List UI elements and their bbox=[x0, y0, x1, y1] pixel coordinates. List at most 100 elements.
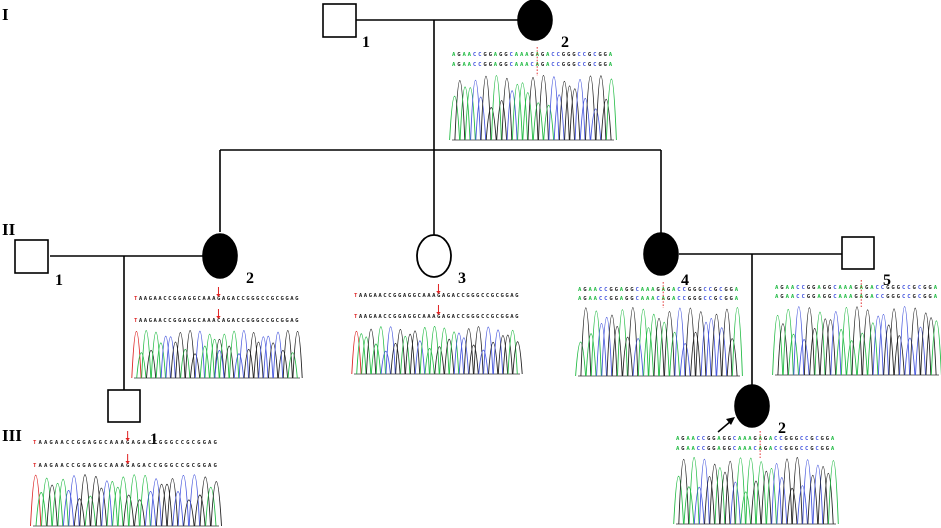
individual-i-2 bbox=[517, 0, 553, 41]
trace-peak bbox=[690, 332, 701, 377]
trace-peak bbox=[726, 338, 738, 377]
trace-peak bbox=[370, 343, 382, 375]
trace-peak bbox=[788, 334, 799, 376]
trace-peak bbox=[721, 308, 733, 377]
trace-peak bbox=[95, 487, 108, 527]
trace-peak bbox=[141, 330, 152, 379]
trace-peak bbox=[375, 326, 386, 375]
trace-peak bbox=[731, 307, 743, 377]
trace-peak bbox=[825, 319, 837, 376]
trace-peak bbox=[439, 327, 450, 375]
label-iii-1: 1 bbox=[150, 431, 158, 448]
trace-peak bbox=[786, 487, 798, 525]
trace-peak bbox=[653, 318, 665, 377]
trace-peak bbox=[580, 307, 592, 377]
mutation-arrowhead-icon bbox=[216, 294, 221, 297]
label-ii-1: 1 bbox=[55, 272, 63, 289]
trace-peak bbox=[735, 457, 746, 525]
trace-peak-secondary bbox=[214, 350, 225, 379]
trace-peak bbox=[506, 90, 518, 141]
trace-peak bbox=[730, 481, 741, 525]
pedigree-lines bbox=[50, 19, 842, 390]
trace-peak bbox=[920, 312, 932, 376]
trace-peak bbox=[714, 467, 726, 525]
trace-peak bbox=[57, 478, 69, 527]
trace-peak bbox=[622, 337, 634, 377]
trace-peak bbox=[760, 471, 772, 525]
trace-peak bbox=[627, 307, 639, 377]
trace-peak bbox=[205, 487, 217, 527]
trace-peak bbox=[782, 308, 794, 376]
trace-peak bbox=[669, 332, 681, 377]
trace-peak bbox=[272, 331, 284, 379]
trace-peak bbox=[189, 353, 201, 379]
trace-peak bbox=[846, 340, 858, 376]
trace-peak bbox=[282, 330, 293, 379]
trace-peak bbox=[46, 484, 58, 527]
trace-peak bbox=[470, 80, 481, 141]
trace-peak bbox=[475, 96, 487, 141]
label-ii-3: 3 bbox=[458, 270, 466, 287]
trace-peak bbox=[287, 352, 298, 379]
trace-peak bbox=[893, 335, 905, 376]
trace-peak bbox=[883, 324, 895, 376]
trace-peak bbox=[224, 345, 235, 379]
trace-peak bbox=[128, 474, 140, 527]
trace-peak bbox=[558, 81, 570, 141]
mutation-arrowhead-icon bbox=[125, 438, 130, 441]
trace-peak bbox=[803, 307, 815, 376]
trace-peak bbox=[548, 76, 560, 141]
trace-peak bbox=[699, 458, 710, 525]
trace-peak bbox=[856, 333, 868, 376]
trace-peak bbox=[705, 318, 717, 377]
trace-peak bbox=[496, 100, 508, 141]
trace-peak bbox=[90, 476, 102, 527]
individual-ii-4 bbox=[643, 232, 679, 276]
trace-peak bbox=[233, 353, 245, 379]
trace-peak bbox=[146, 350, 157, 379]
trace-peak bbox=[569, 88, 581, 141]
trace-peak bbox=[177, 474, 190, 527]
trace-peak bbox=[453, 332, 465, 375]
trace-peak bbox=[867, 322, 879, 376]
trace-peak bbox=[166, 478, 179, 527]
mutation-arrowhead-icon bbox=[436, 291, 441, 294]
trace-peak bbox=[596, 322, 607, 377]
trace-peak bbox=[678, 458, 690, 525]
trace-peak bbox=[155, 342, 166, 379]
trace-peak bbox=[150, 331, 162, 379]
trace-peak bbox=[400, 336, 411, 375]
trace-peak bbox=[258, 336, 269, 379]
label-ii-5: 5 bbox=[883, 272, 891, 289]
trace-peak bbox=[464, 87, 476, 141]
trace-peak bbox=[766, 468, 777, 525]
trace-peak bbox=[724, 460, 736, 525]
individual-ii-3 bbox=[416, 234, 452, 278]
trace-peak bbox=[277, 350, 289, 379]
trace-peak bbox=[511, 84, 523, 141]
trace-peak bbox=[809, 328, 821, 376]
trace-peak bbox=[802, 459, 813, 525]
trace-peak bbox=[851, 306, 863, 376]
label-i-1: 1 bbox=[362, 34, 370, 51]
trace-peak bbox=[248, 332, 259, 379]
trace-peak bbox=[150, 478, 162, 527]
trace-peak bbox=[840, 306, 852, 376]
trace-peak bbox=[139, 474, 151, 527]
trace-peak bbox=[79, 474, 91, 527]
trace-peak bbox=[904, 337, 916, 376]
trace-peak bbox=[458, 337, 469, 375]
trace-peak bbox=[740, 491, 752, 525]
trace-peak bbox=[483, 326, 494, 375]
trace-peak bbox=[380, 350, 391, 375]
trace-peak bbox=[183, 499, 195, 527]
individual-ii-2 bbox=[202, 233, 238, 279]
trace-peak bbox=[617, 309, 628, 377]
trace-peak bbox=[253, 341, 264, 379]
trace-peak bbox=[877, 314, 889, 376]
